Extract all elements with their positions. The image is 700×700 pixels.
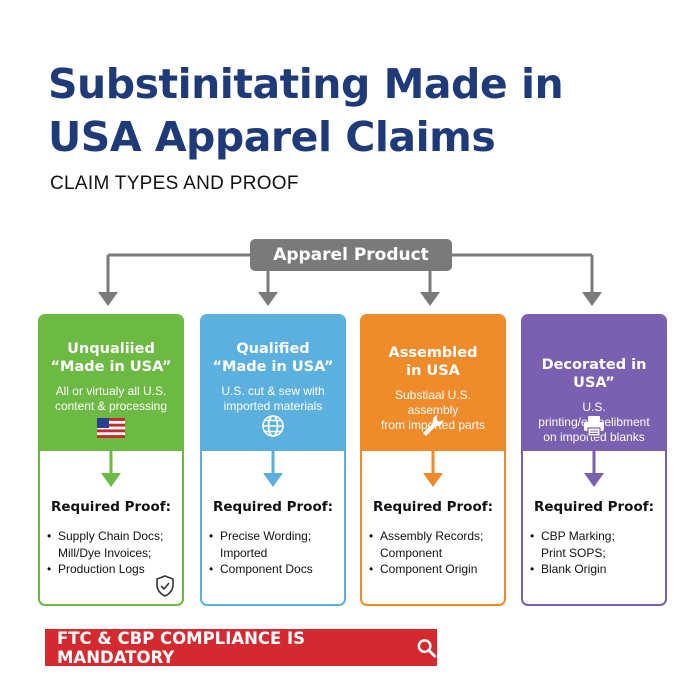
arrow-down-icon [420, 292, 440, 306]
card-title: Decorated in USA” [541, 357, 647, 391]
card-title: Assembled in USA [388, 345, 478, 379]
us-flag-icon [97, 418, 125, 443]
connector-lines [98, 253, 602, 306]
list-item: Production Logs [47, 561, 163, 578]
card-unqualified: Unqualiied “Made in USA” All or virtualy… [38, 314, 184, 606]
list-item: Component Origin [369, 561, 483, 578]
page-title: Substinitating Made in USA Apparel Claim… [48, 60, 564, 161]
proof-title: Required Proof: [50, 499, 171, 515]
proof-list: Precise Wording; Imported Component Docs [202, 528, 313, 578]
card-title: Unqualiied “Made in USA” [50, 341, 172, 375]
wrench-icon [420, 412, 446, 443]
proof-list: Supply Chain Docs; Mill/Dye Invoices; Pr… [40, 528, 163, 578]
list-item: Mill/Dye Invoices; [58, 545, 152, 560]
arrow-down-icon [584, 451, 604, 487]
root-node: Apparel Product [250, 239, 452, 271]
compliance-banner: FTC & CBP COMPLIANCE IS MANDATORY [45, 628, 437, 667]
list-item: Supply Chain Docs; [47, 528, 163, 545]
arrow-down-icon [263, 451, 283, 487]
search-icon [417, 638, 437, 658]
list-item: Assembly Records; [369, 528, 483, 545]
arrow-down-icon [582, 292, 602, 306]
card-description: Substiaal U.S. assembly from imported pa… [380, 388, 486, 432]
globe-icon [261, 414, 285, 443]
card-description: All or virtualy all U.S. content & proce… [54, 384, 168, 413]
arrow-down-icon [423, 451, 443, 487]
card-assembled: Assembled in USA Substiaal U.S. assembly… [360, 314, 506, 606]
arrow-down-icon [98, 292, 118, 306]
printer-icon [581, 414, 607, 443]
proof-list: Assembly Records; Component Component Or… [362, 528, 483, 578]
list-item: Precise Wording; [209, 528, 313, 545]
arrow-down-icon [258, 292, 278, 306]
page-subtitle: CLAIM TYPES AND PROOF [50, 173, 299, 194]
list-item: Component [380, 545, 443, 560]
shield-check-icon [156, 575, 174, 597]
list-item: Component Docs [209, 561, 313, 578]
proof-title: Required Proof: [372, 499, 493, 515]
proof-list: CBP Marking; Print SOPS; Blank Origin [523, 528, 615, 578]
proof-title: Required Proof: [212, 499, 333, 515]
card-title: Qualified “Made in USA” [212, 341, 334, 375]
list-item: Imported [220, 545, 268, 560]
arrow-down-icon [101, 451, 121, 487]
list-item: Print SOPS; [541, 545, 606, 560]
banner-text: FTC & CBP COMPLIANCE IS MANDATORY [57, 628, 306, 667]
proof-title: Required Proof: [533, 499, 654, 515]
card-description: U.S. cut & sew with imported materials [221, 384, 325, 413]
list-item: Blank Origin [530, 561, 615, 578]
card-qualified: Qualified “Made in USA” U.S. cut & sew w… [200, 314, 346, 606]
card-decorated: Decorated in USA” U.S. printing/embelibm… [521, 314, 667, 606]
list-item: CBP Marking; [530, 528, 615, 545]
